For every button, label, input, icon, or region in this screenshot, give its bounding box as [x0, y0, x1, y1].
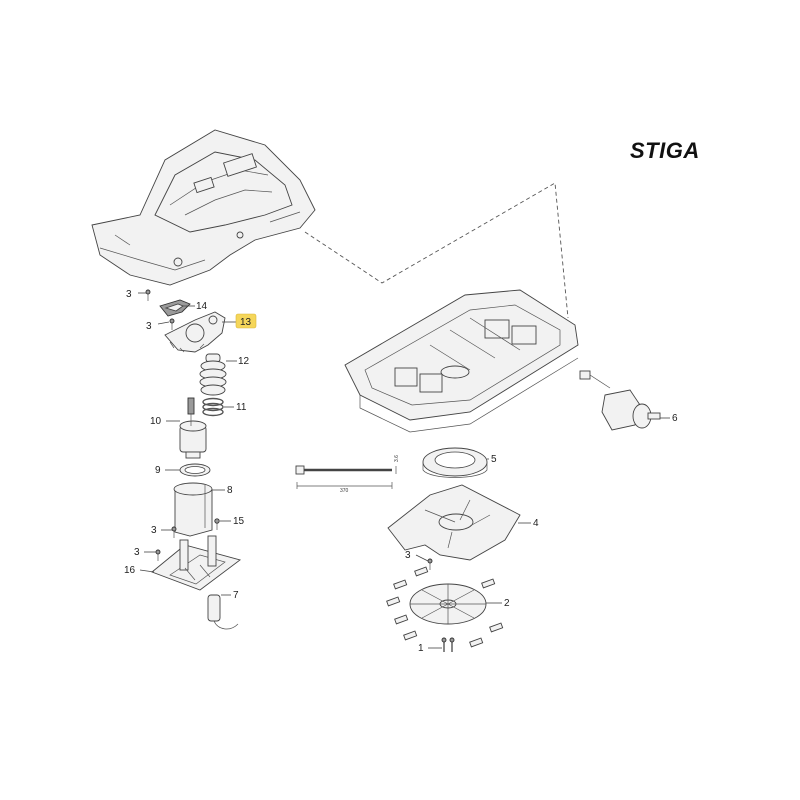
- screw-3e: [427, 558, 433, 570]
- part-11-spring: [202, 397, 224, 417]
- part-13-plate: [164, 311, 226, 353]
- screw-3b: [169, 318, 175, 330]
- callout-9: 9: [155, 465, 180, 476]
- tie-width-label: 3.6: [394, 455, 400, 462]
- callout-8: 8: [212, 485, 233, 496]
- part-6-motor: [579, 370, 661, 431]
- svg-text:14: 14: [196, 301, 208, 312]
- callout-14: 14: [183, 301, 208, 312]
- svg-text:4: 4: [533, 518, 539, 529]
- svg-text:12: 12: [238, 356, 250, 367]
- part-9-seal-ring: [179, 463, 211, 477]
- svg-text:1: 1: [418, 643, 424, 654]
- cable-tie: [295, 465, 397, 489]
- mower-top-cover: [91, 129, 316, 286]
- callout-3c: 3: [151, 525, 172, 536]
- part-4-shield: [387, 484, 521, 561]
- part-16-base: [151, 535, 242, 591]
- callout-6: 6: [660, 413, 678, 424]
- callout-7: 7: [221, 590, 239, 601]
- callout-11: 11: [224, 402, 247, 413]
- callout-12: 12: [226, 356, 250, 367]
- svg-text:3: 3: [151, 525, 157, 536]
- callout-1: 1: [418, 643, 442, 654]
- svg-text:10: 10: [150, 416, 162, 427]
- svg-text:16: 16: [124, 565, 136, 576]
- callout-10: 10: [150, 416, 180, 427]
- svg-text:8: 8: [227, 485, 233, 496]
- assembly-dashed-line: [304, 182, 569, 319]
- callout-15: 15: [220, 516, 245, 527]
- svg-text:6: 6: [672, 413, 678, 424]
- svg-text:7: 7: [233, 590, 239, 601]
- part-10-motor: [179, 397, 207, 459]
- callout-2: 2: [486, 598, 510, 609]
- part-5-ring: [422, 447, 488, 478]
- part-12-bellows: [199, 353, 227, 396]
- part-7-sensor: [207, 594, 239, 630]
- callout-3e: 3: [405, 550, 429, 562]
- part-14-bracket: [159, 299, 191, 317]
- callout-3d: 3: [134, 547, 156, 558]
- svg-text:2: 2: [504, 598, 510, 609]
- svg-text:3: 3: [405, 550, 411, 561]
- chassis: [344, 289, 579, 433]
- callout-16: 16: [124, 565, 155, 576]
- callout-13-highlight: [235, 313, 257, 329]
- callout-5: 5: [487, 454, 497, 465]
- callout-13: 13: [222, 313, 257, 329]
- screw-15: [214, 518, 220, 530]
- callout-3a: 3: [123, 286, 146, 300]
- svg-text:3: 3: [134, 547, 140, 558]
- svg-text:15: 15: [233, 516, 245, 527]
- svg-text:11: 11: [236, 402, 247, 413]
- callout-4: 4: [518, 518, 539, 529]
- svg-text:3: 3: [146, 321, 152, 332]
- part-8-housing: [173, 482, 213, 537]
- svg-text:5: 5: [491, 454, 497, 465]
- stiga-logo: STIGA: [630, 138, 700, 163]
- blades: [386, 566, 504, 648]
- tie-length-label: 370: [340, 488, 349, 494]
- svg-text:13: 13: [240, 317, 252, 328]
- part-2-blade-disc: [409, 583, 487, 625]
- part-1-screws: [441, 637, 455, 652]
- svg-text:3: 3: [126, 289, 132, 300]
- screw-3c: [171, 526, 177, 538]
- screw-3d: [155, 549, 161, 561]
- svg-text:9: 9: [155, 465, 161, 476]
- screw-3a: [145, 289, 151, 301]
- callout-3b: 3: [146, 321, 170, 332]
